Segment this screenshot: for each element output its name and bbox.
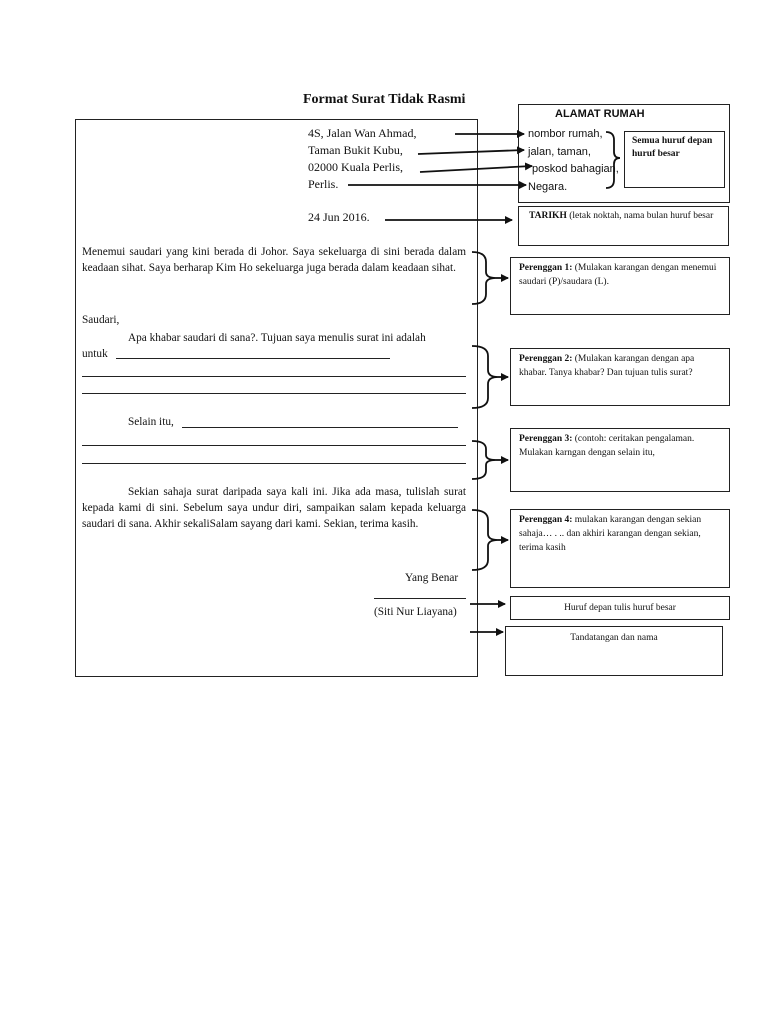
- capital-note: Semua huruf depan huruf besar: [632, 136, 713, 159]
- arrow: [419, 162, 533, 173]
- signature-line: [374, 598, 466, 599]
- closing-note: Huruf depan tulis huruf besar: [564, 603, 676, 613]
- paragraph-1-note-text: (Mulakan karangan dengan menemui saudari…: [519, 263, 717, 287]
- paragraph-1-note-label: Perenggan 1:: [519, 263, 573, 273]
- brace: [471, 345, 499, 409]
- paragraph-3-note-label: Perenggan 3:: [519, 434, 573, 444]
- capital-note-box: Semua huruf depan huruf besar: [624, 131, 725, 188]
- paragraph-1-note-box: Perenggan 1: (Mulakan karangan dengan me…: [510, 257, 730, 315]
- date-note-text: (letak noktah, nama bulan huruf besar: [566, 211, 714, 221]
- letter-frame: [75, 119, 478, 677]
- address-line-2: Taman Bukit Kubu,: [308, 143, 403, 157]
- paragraph-3-start: Selain itu,: [128, 416, 174, 428]
- arrow: [417, 146, 525, 155]
- brace: [471, 251, 497, 305]
- page-title: Format Surat Tidak Rasmi: [303, 92, 466, 107]
- address-parts: nombor rumah, jalan, taman, poskod bahag…: [528, 126, 619, 196]
- paragraph-2-word: untuk: [82, 348, 108, 360]
- brace: [471, 440, 497, 480]
- fill-line: [82, 393, 466, 394]
- letter-date: 24 Jun 2016.: [308, 210, 370, 224]
- address-line-3: 02000 Kuala Perlis,: [308, 160, 403, 174]
- signature-name: (Siti Nur Liayana): [374, 606, 457, 618]
- signature-note-box: Tandatangan dan nama: [505, 626, 723, 676]
- address-line-1: 4S, Jalan Wan Ahmad,: [308, 126, 417, 140]
- paragraph-3-note-box: Perenggan 3: (contoh: ceritakan pengalam…: [510, 428, 730, 492]
- paragraph-4: Sekian sahaja surat daripada saya kali i…: [82, 486, 466, 530]
- fill-line: [82, 463, 466, 464]
- sender-address: 4S, Jalan Wan Ahmad, Taman Bukit Kubu, 0…: [308, 125, 416, 193]
- salutation: Saudari,: [82, 314, 120, 326]
- paragraph-2-note-box: Perenggan 2: (Mulakan karangan dengan ap…: [510, 348, 730, 406]
- address-line-4: Perlis.: [308, 177, 339, 191]
- brace: [471, 509, 499, 571]
- paragraph-4-note-label: Perenggan 4:: [519, 515, 573, 525]
- fill-line: [182, 427, 458, 428]
- closing-note-box: Huruf depan tulis huruf besar: [510, 596, 730, 620]
- address-box-title: ALAMAT RUMAH: [555, 108, 645, 120]
- signature-note: Tandatangan dan nama: [570, 633, 658, 643]
- paragraph-2-note-label: Perenggan 2:: [519, 354, 573, 364]
- paragraph-3-note-text: (contoh: ceritakan pengalaman. Mulakan k…: [519, 434, 695, 458]
- date-note-label: TARIKH: [529, 211, 567, 221]
- brace: [605, 131, 621, 189]
- address-part: nombor rumah,: [528, 128, 603, 140]
- address-part: poskod bahagian,: [532, 163, 619, 175]
- paragraph-2-note-text: (Mulakan karangan dengan apa khabar. Tan…: [519, 354, 695, 378]
- address-part: Negara.: [528, 180, 568, 193]
- paragraph-4-note-text: mulakan karangan dengan sekian sahaja… .…: [519, 515, 702, 553]
- fill-line: [82, 445, 466, 446]
- fill-line: [82, 376, 466, 377]
- fill-line: [116, 358, 390, 359]
- closing: Yang Benar: [405, 572, 459, 584]
- address-part: jalan, taman,: [528, 145, 591, 158]
- paragraph-4-note-box: Perenggan 4: mulakan karangan dengan sek…: [510, 509, 730, 588]
- date-note-box: TARIKH (letak noktah, nama bulan huruf b…: [518, 206, 729, 246]
- paragraph-2-line-1: Apa khabar saudari di sana?. Tujuan saya…: [128, 332, 426, 344]
- paragraph-1: Menemui saudari yang kini berada di Joho…: [82, 246, 466, 274]
